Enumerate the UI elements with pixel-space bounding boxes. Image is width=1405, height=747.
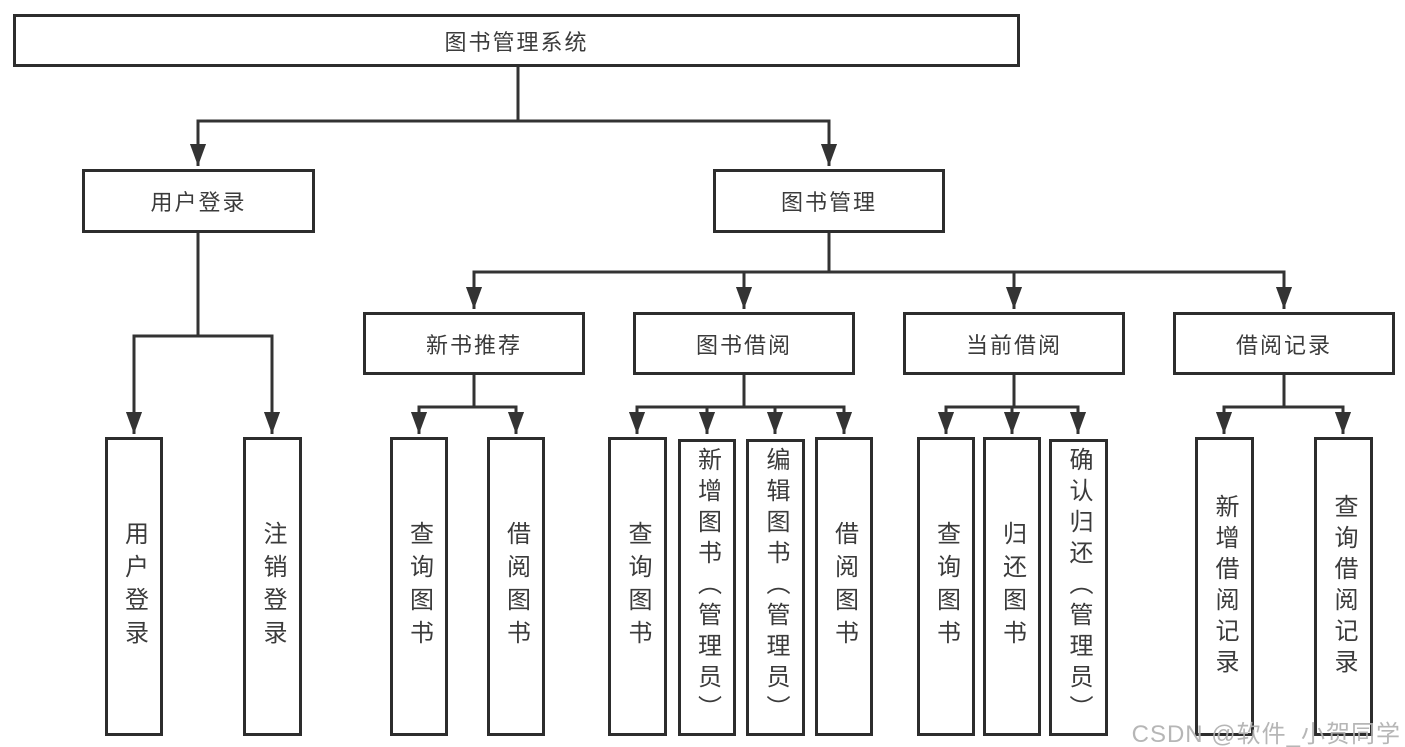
node-label: 编辑图书（管理员） <box>762 447 789 726</box>
node-label: 借阅记录 <box>1235 332 1332 358</box>
node-label: 借阅图书 <box>502 520 530 653</box>
node-library-management-system: 图书管理系统 <box>13 14 1020 67</box>
leaf-borrowing-borrow-books: 借阅图书 <box>815 437 873 736</box>
node-label: 图书管理 <box>780 190 877 215</box>
node-label: 新增借阅记录 <box>1211 493 1238 680</box>
node-label: 借阅图书 <box>830 520 858 653</box>
node-label: 用户登录 <box>150 190 247 215</box>
node-label: 用户登录 <box>120 520 148 653</box>
leaf-logout: 注销登录 <box>243 437 302 736</box>
node-label: 确认归还（管理员） <box>1065 447 1092 726</box>
node-label: 注销登录 <box>259 520 286 653</box>
node-label: 图书借阅 <box>695 332 792 358</box>
node-label: 查询图书 <box>932 520 960 653</box>
node-label: 查询借阅记录 <box>1330 493 1357 680</box>
node-label: 当前借阅 <box>965 332 1062 358</box>
node-label: 新书推荐 <box>425 332 522 358</box>
node-new-book-recommendation: 新书推荐 <box>363 312 585 375</box>
leaf-borrowing-search-books: 查询图书 <box>608 437 667 736</box>
leaf-records-add-borrow-record: 新增借阅记录 <box>1195 437 1254 736</box>
leaf-newbook-search-books: 查询图书 <box>390 437 448 736</box>
leaf-current-search-books: 查询图书 <box>917 437 975 736</box>
node-current-borrowing: 当前借阅 <box>903 312 1125 375</box>
node-label: 归还图书 <box>998 520 1026 653</box>
leaf-borrowing-add-books-admin: 新增图书（管理员） <box>678 439 736 736</box>
leaf-records-search-borrow-record: 查询借阅记录 <box>1314 437 1373 736</box>
node-label: 查询图书 <box>405 520 433 653</box>
leaf-user-login: 用户登录 <box>105 437 163 736</box>
node-label: 查询图书 <box>624 520 651 653</box>
node-label: 图书管理系统 <box>444 29 589 55</box>
leaf-current-confirm-return-admin: 确认归还（管理员） <box>1049 439 1108 736</box>
node-user-login: 用户登录 <box>82 169 315 233</box>
leaf-newbook-borrow-books: 借阅图书 <box>487 437 545 736</box>
leaf-current-return-books: 归还图书 <box>983 437 1041 736</box>
node-book-management: 图书管理 <box>713 169 945 233</box>
csdn-watermark: CSDN @软件_小贺同学 <box>1131 721 1401 747</box>
leaf-borrowing-edit-books-admin: 编辑图书（管理员） <box>746 439 805 736</box>
node-borrowing-records: 借阅记录 <box>1173 312 1395 375</box>
node-book-borrowing: 图书借阅 <box>633 312 855 375</box>
node-label: 新增图书（管理员） <box>693 447 721 726</box>
